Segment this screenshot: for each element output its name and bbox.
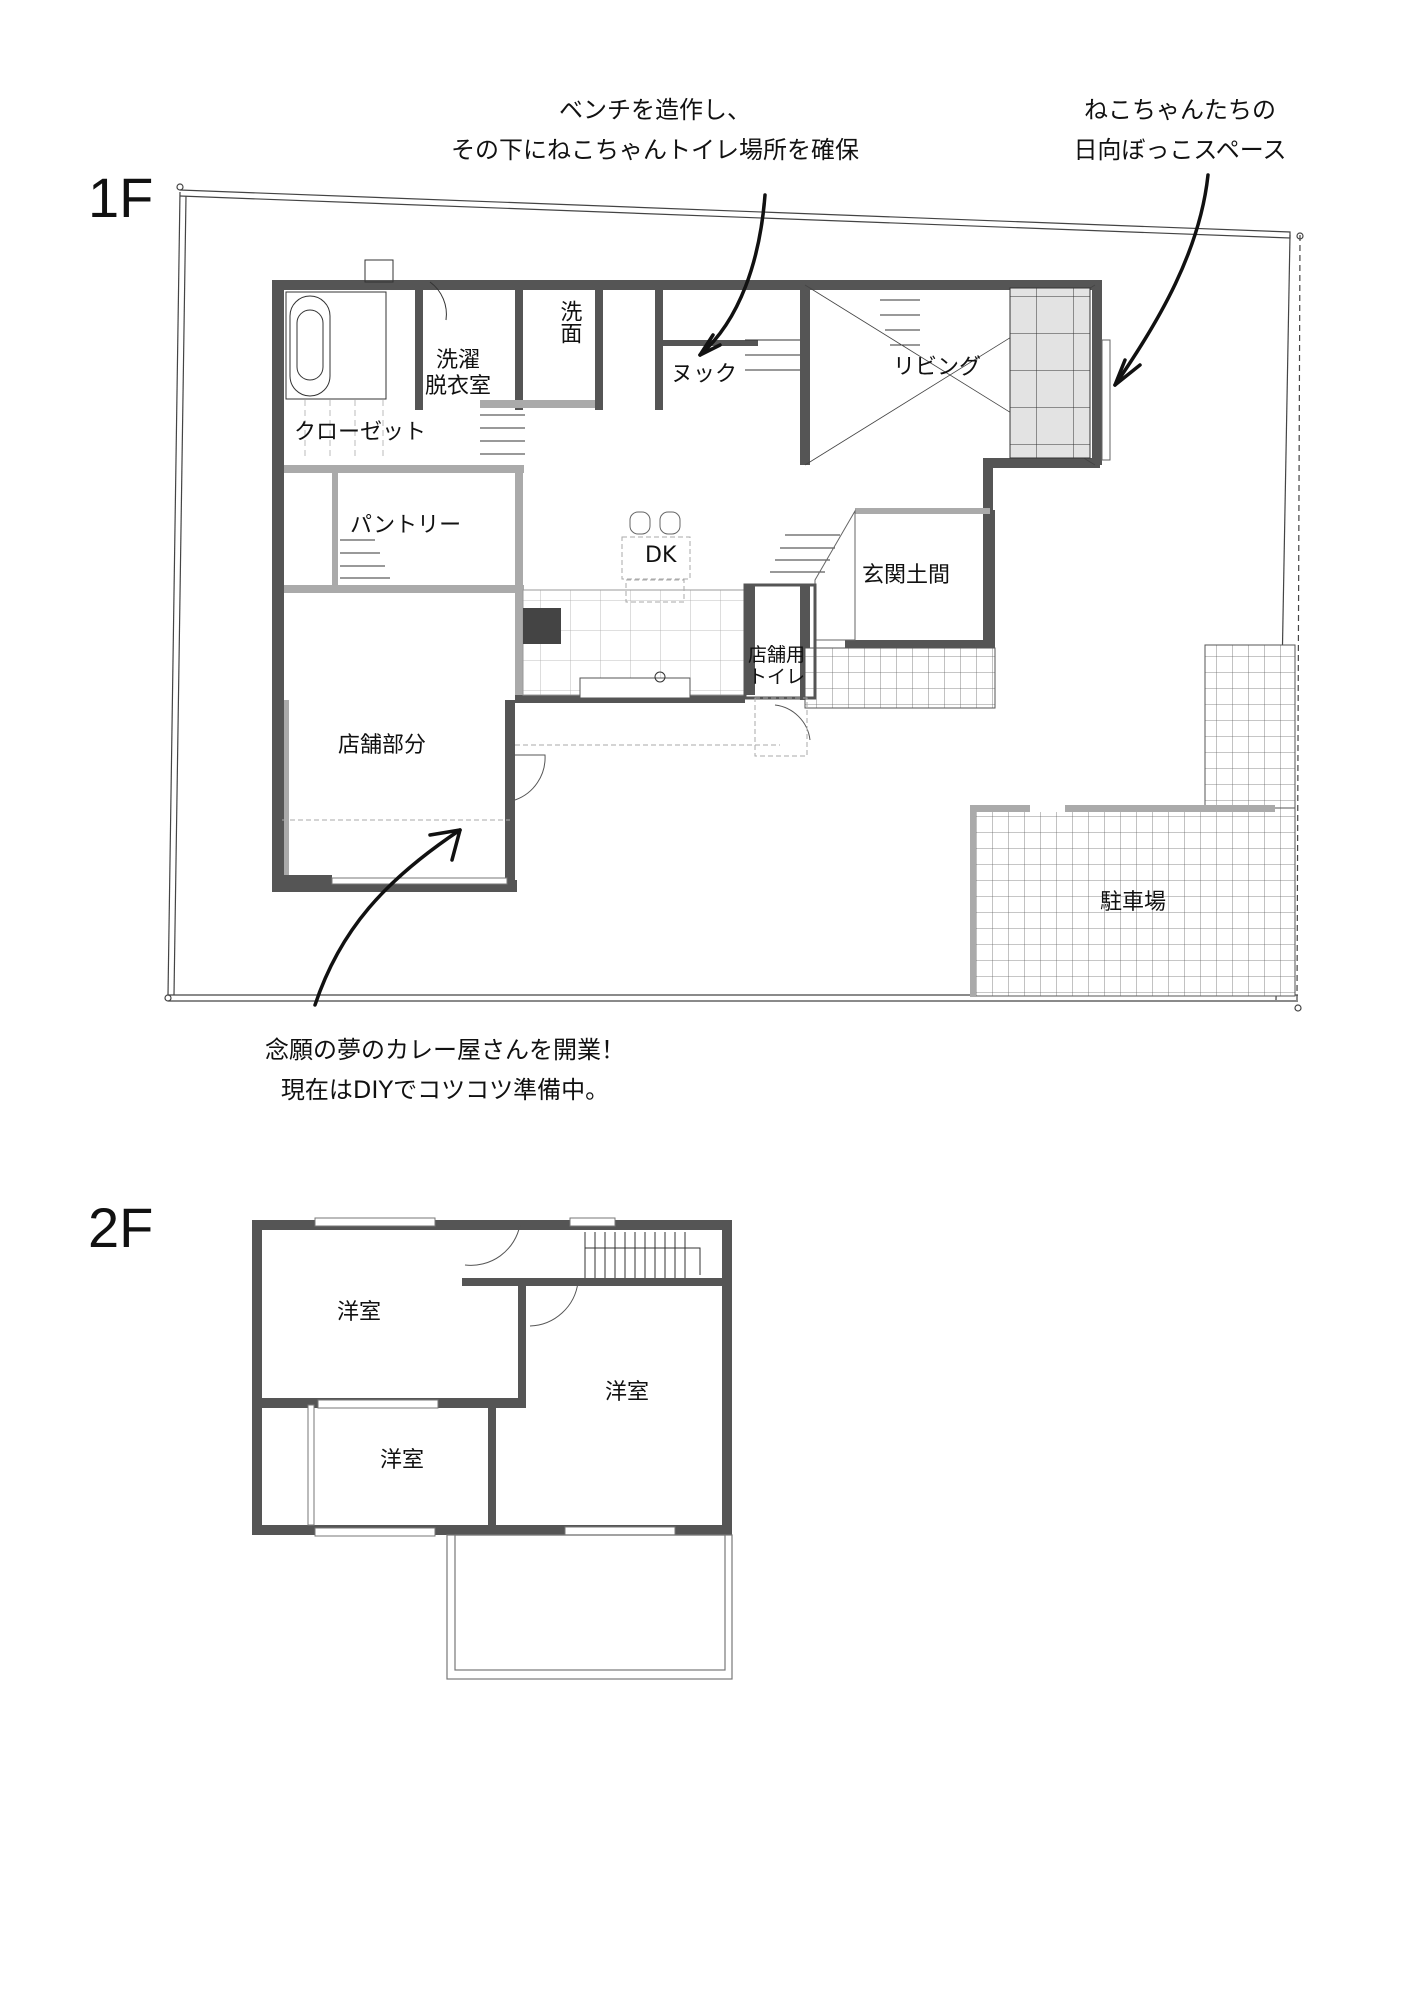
arrow-shop-icon: [313, 828, 462, 1007]
bathtub: [285, 259, 447, 400]
room-label-shop-toilet: 店舗用 トイレ: [748, 644, 806, 689]
room-label-western-1: 洋室: [337, 1300, 382, 1325]
arrows: [313, 173, 1210, 1007]
room-label-living: リビング: [893, 355, 982, 380]
annotation-sunspace: ねこちゃんたちの 日向ぼっこスペース: [1040, 90, 1320, 170]
room-label-shop-toilet-line1: 店舗用: [748, 644, 806, 666]
room-label-shop-toilet-line2: トイレ: [748, 665, 806, 688]
second-floor-walls: [252, 1220, 732, 1535]
floor-label-2f: 2F: [88, 1196, 154, 1259]
annotation-bench: ベンチを造作し、 その下にねこちゃんトイレ場所を確保: [395, 90, 915, 170]
approach-tiles: [1204, 644, 1296, 821]
chairs: [629, 511, 681, 535]
sunspace-tiles: [1009, 287, 1091, 459]
entrance-tiles: [804, 647, 996, 709]
room-label-laundry-line1: 洗濯: [436, 348, 481, 373]
room-label-closet: クローゼット: [294, 420, 427, 445]
room-label-washroom: 洗面: [556, 300, 582, 344]
arrow-sunspace-icon: [1113, 173, 1210, 387]
shop-walls: [272, 700, 515, 885]
parking-area: [974, 807, 1296, 997]
balcony: [446, 1534, 733, 1680]
site-boundary: [164, 183, 1304, 1012]
room-label-western-2: 洋室: [605, 1380, 650, 1405]
room-label-parking: 駐車場: [1100, 890, 1167, 915]
room-label-laundry-line2: 脱衣室: [425, 374, 492, 400]
room-label-nook: ヌック: [671, 362, 738, 387]
annotation-sunspace-line2: 日向ぼっこスペース: [1073, 136, 1287, 164]
annotation-shop-line2: 現在はDIYでコツコツ準備中。: [280, 1076, 610, 1104]
floor-label-1f: 1F: [88, 166, 154, 229]
room-label-laundry: 洗濯 脱衣室: [425, 348, 491, 401]
second-floor-windows: [307, 1217, 676, 1537]
annotation-bench-line1: ベンチを造作し、: [559, 96, 751, 124]
arrow-bench-icon: [698, 193, 767, 357]
room-label-shop: 店舗部分: [338, 733, 427, 758]
dining-table: [621, 536, 691, 603]
stove-icon: [523, 608, 561, 644]
annotation-shop: 念願の夢のカレー屋さんを開業！ 現在はDIYでコツコツ準備中。: [220, 1030, 670, 1110]
annotation-bench-line2: その下にねこちゃんトイレ場所を確保: [451, 136, 859, 164]
room-label-dk: DK: [645, 543, 677, 568]
annotation-shop-line1: 念願の夢のカレー屋さんを開業！: [265, 1036, 625, 1064]
room-label-western-3: 洋室: [380, 1448, 425, 1473]
stairs-1f: [340, 299, 920, 579]
room-label-entrance: 玄関土間: [862, 563, 951, 588]
stairs-2f: [584, 1232, 701, 1278]
annotation-sunspace-line1: ねこちゃんたちの: [1084, 96, 1276, 124]
entrance-area: [855, 508, 995, 650]
room-label-pantry: パントリー: [350, 513, 462, 538]
first-floor-light-walls: [284, 400, 595, 880]
sink-counter: [579, 677, 691, 699]
